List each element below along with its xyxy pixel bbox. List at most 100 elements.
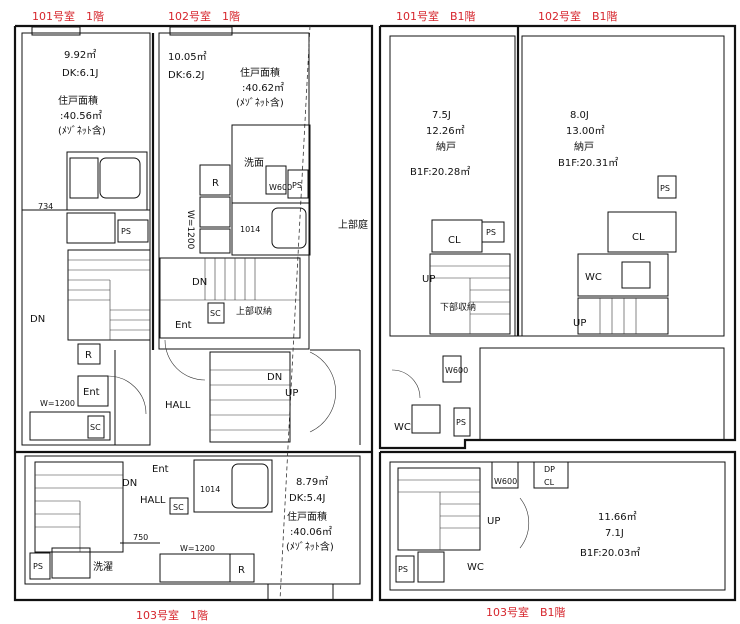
area-102-b1: 13.00㎡ [566,125,605,137]
sc-102: SC [210,309,221,318]
kitchen-101 [29,411,111,441]
title-102-b1: 102号室 B1階 [538,9,618,23]
unit-103-b1: W600 DP CL UP 11.66㎡ 7.1J B1F:20.03㎡ PS … [395,461,640,583]
jo-103-b1: 7.1J [605,528,624,539]
cl-103-b1: CL [544,478,555,487]
unit-102-b1: 8.0J 13.00㎡ 納戸 B1F:20.31㎡ PS CL WC UP [558,110,677,335]
w600-102: W600 [269,183,292,192]
living-label-102: 住戸面積 [240,66,280,79]
unit-103-1f: Ent DN HALL 1014 SC 8.79㎡ DK:5.4J 住戸面積 :… [29,459,334,583]
dim-750: 750 [133,533,148,542]
stairs-102-b1 [577,297,669,335]
jo-101-b1: 7.5J [432,110,451,121]
stairs-102 [159,257,301,339]
b1f-103: B1F:20.03㎡ [580,547,640,559]
bath-size-102: 1014 [240,225,260,234]
b1f-102: B1F:20.31㎡ [558,157,618,169]
ps-102: PS [292,181,302,190]
unit-101-1f: 734 PS DN R Ent W=1200 SC 9.92㎡ DK:6.1J … [22,49,151,441]
dim-734: 734 [38,202,53,211]
sink-103-b1 [491,461,519,489]
ps2-101-b1: PS [456,418,466,427]
area-103: 8.79㎡ [296,476,328,488]
hall-stairs [209,351,291,443]
dk-102: DK:6.2J [168,70,204,81]
bathtub-103 [231,463,269,509]
plan-b1-walls [378,24,737,602]
sink-101 [69,157,99,199]
maisonette-102: (ﾒｿﾞﾈｯﾄ含) [236,96,284,109]
wc-102-b1: WC [585,272,602,283]
up-101-b1: UP [422,274,435,285]
hall-103: HALL [140,495,166,506]
wc-101-b1: WC [394,422,411,433]
dn-103: DN [122,478,137,489]
wc-103-b1: WC [467,562,484,573]
laundry-103: 洗濯 [93,561,113,573]
dk-103: DK:5.4J [289,493,325,504]
w600-101-b1: W600 [445,366,468,375]
bathtub-102 [271,207,307,249]
area-101-b1: 12.26㎡ [426,125,465,137]
cl-101-b1: CL [448,235,461,246]
area-101: 9.92㎡ [64,49,96,61]
living-area-103: :40.06㎡ [290,526,332,538]
plan-1f-walls [13,24,374,602]
storage-102: 上部収納 [236,305,272,317]
title-102-1f: 102号室 1階 [168,9,240,23]
title-101-1f: 101号室 1階 [32,9,104,23]
fridge-103: R [238,565,245,576]
wc-room-102-b1 [577,253,669,297]
living-label-103: 住戸面積 [287,510,327,523]
closet-102-b1 [607,211,677,253]
living-area-102: :40.62㎡ [242,82,284,94]
ps-102-b1: PS [660,184,670,193]
sc-103: SC [173,503,184,512]
senmen-102: 洗面 [244,157,264,169]
toilet-101-b1 [411,404,441,434]
w600-103-b1: W600 [494,477,517,486]
ps-103-b1: PS [398,565,408,574]
hall-dn: DN [267,372,282,383]
dk-101: DK:6.1J [62,68,98,79]
ps-101-b1: PS [486,228,496,237]
entrance-101: Ent [83,387,100,398]
dn-101: DN [30,314,45,325]
bathroom-103 [193,459,273,513]
unit-102-1f: 10.05㎡ DK:6.2J 住戸面積 :40.62㎡ (ﾒｿﾞﾈｯﾄ含) 洗面… [159,51,311,381]
upper-garden: 上部庭 [338,218,368,231]
washing-101 [66,212,116,244]
entrance-102: Ent [175,320,192,331]
common-hall: HALL DN UP 上部庭 [165,218,368,443]
bathroom-101 [66,151,148,211]
hall-up: UP [285,388,298,399]
laundry-103-box [51,547,91,579]
title-103-1f: 103号室 1階 [136,608,208,622]
cl-102-b1: CL [632,232,645,243]
stairs-103 [34,461,124,553]
title-101-b1: 101号室 B1階 [396,9,476,23]
kitchen-103 [159,553,231,583]
stairs-103-b1 [397,467,481,551]
sc-101: SC [90,423,101,432]
bathroom-102 [231,202,311,256]
ps-103: PS [33,562,43,571]
living-area-101: :40.56㎡ [60,110,102,122]
entrance-103: Ent [152,464,169,475]
bath-size-103: 1014 [200,485,220,494]
fridge-102: R [212,178,219,189]
up-102-b1: UP [573,318,586,329]
up-103-b1: UP [487,516,500,527]
dp-103-b1: DP [544,465,555,474]
area-102: 10.05㎡ [168,51,207,63]
unit-101-b1: 7.5J 12.26㎡ 納戸 B1F:20.28㎡ CL PS UP 下部収納 … [391,110,511,437]
fridge-101: R [85,350,92,361]
b1f-101: B1F:20.28㎡ [410,166,470,178]
kitchen-width-102: W=1200 [185,210,195,250]
bathtub-101 [99,157,141,199]
lower-storage-101-b1: 下部収納 [440,301,476,313]
hall-label: HALL [165,400,191,411]
jo-102-b1: 8.0J [570,110,589,121]
toilet-103-b1 [417,551,445,583]
title-103-b1: 103号室 B1階 [486,605,566,619]
